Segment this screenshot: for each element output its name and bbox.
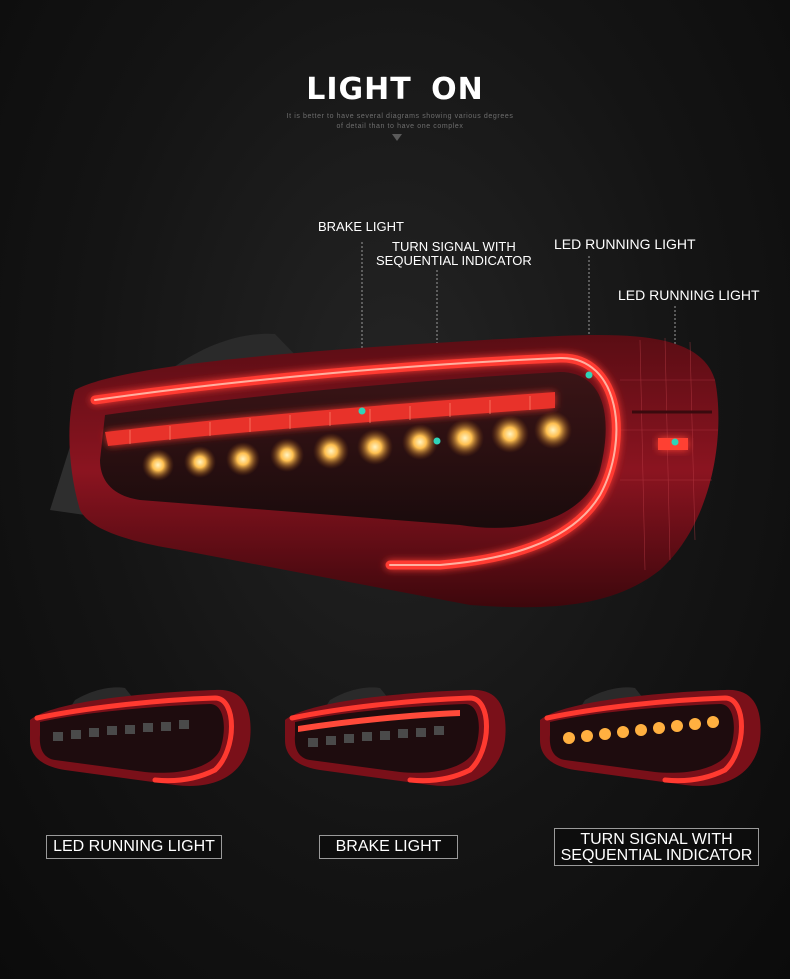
mode-label-turn-signal: TURN SIGNAL WITH SEQUENTIAL INDICATOR xyxy=(554,828,759,866)
callout-brake-light: BRAKE LIGHT xyxy=(318,219,404,234)
mode-label-turn-line-1: TURN SIGNAL WITH xyxy=(580,831,733,848)
marker-dot-brake xyxy=(358,407,366,415)
marker-dot-turn xyxy=(433,437,441,445)
turn-signal-led xyxy=(142,449,174,481)
marker-dot-running-side xyxy=(671,438,679,446)
turn-signal-led xyxy=(357,429,393,465)
turn-signal-led xyxy=(226,442,260,476)
turn-signal-led xyxy=(402,424,438,460)
marker-dot-running xyxy=(585,371,593,379)
subtitle-line-2: of detail than to have one complex xyxy=(336,123,464,130)
tail-lamp-brake-mode-image xyxy=(285,687,506,786)
turn-signal-led xyxy=(184,446,216,478)
callout-turn-signal: TURN SIGNAL WITH SEQUENTIAL INDICATOR xyxy=(376,240,532,268)
mode-label-brake-light: BRAKE LIGHT xyxy=(319,835,458,859)
callout-turn-line-2: SEQUENTIAL INDICATOR xyxy=(376,253,532,268)
turn-signal-led xyxy=(313,433,349,469)
section-subtitle: It is better to have several diagrams sh… xyxy=(250,112,550,132)
turn-signal-led xyxy=(270,438,304,472)
turn-signal-led xyxy=(446,419,484,457)
turn-signal-led xyxy=(491,415,529,453)
tail-lamp-running-mode-image xyxy=(30,687,251,786)
callout-turn-line-1: TURN SIGNAL WITH xyxy=(392,239,516,254)
callout-led-running-light-side: LED RUNNING LIGHT xyxy=(618,287,760,303)
callout-led-running-light: LED RUNNING LIGHT xyxy=(554,236,696,252)
section-title: LIGHT ON xyxy=(306,72,484,107)
subtitle-line-1: It is better to have several diagrams sh… xyxy=(286,113,514,120)
mode-label-turn-line-2: SEQUENTIAL INDICATOR xyxy=(560,847,753,864)
turn-signal-leds xyxy=(142,411,572,481)
mode-label-running-light: LED RUNNING LIGHT xyxy=(46,835,222,859)
tail-lamp-main-image xyxy=(50,333,719,608)
turn-signal-led xyxy=(534,411,572,449)
down-arrow-icon xyxy=(392,134,402,141)
tail-lamp-turn-signal-mode-image xyxy=(540,687,761,786)
